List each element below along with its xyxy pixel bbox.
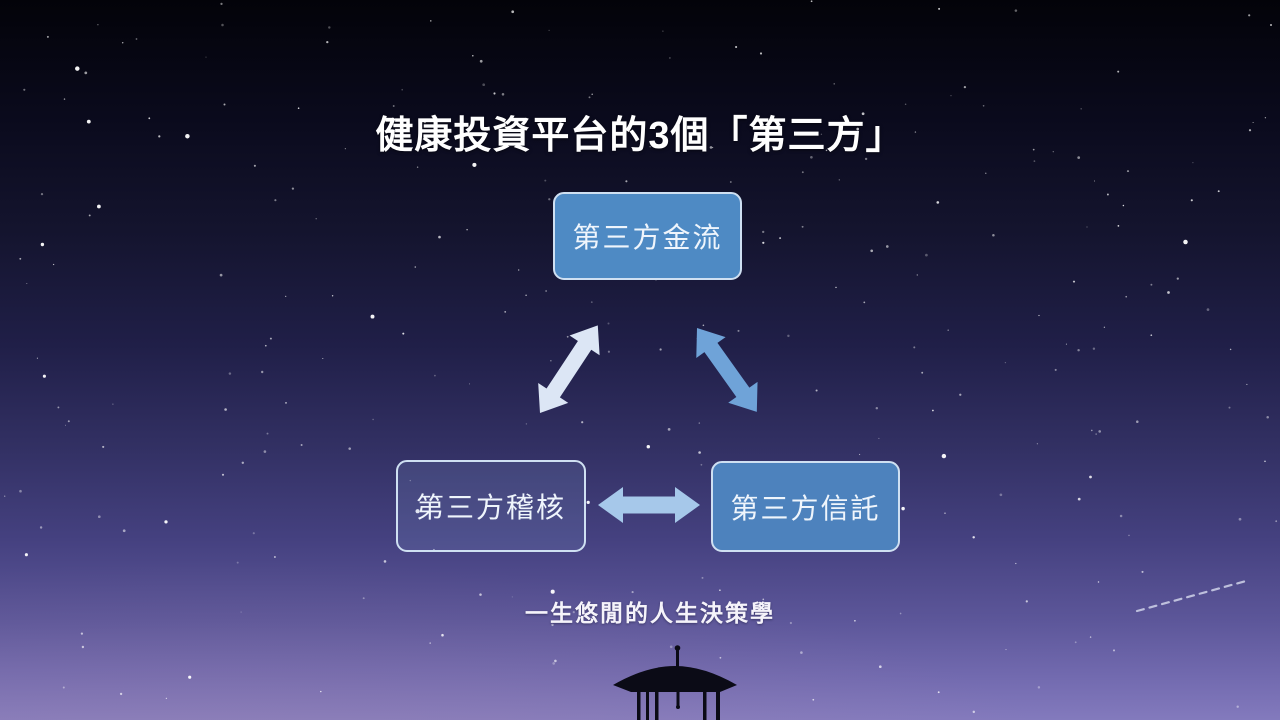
streak-line xyxy=(1135,579,1248,613)
pavilion-leg xyxy=(655,691,659,720)
slide-title: 健康投資平台的3個「第三方」 xyxy=(375,115,905,157)
arrow-top-right xyxy=(696,328,758,412)
node-third-party-cashflow[interactable]: 第三方金流 xyxy=(553,192,742,280)
arrow-bottom xyxy=(598,487,700,523)
pavilion-leg xyxy=(637,691,641,720)
node-label: 第三方金流 xyxy=(572,222,723,253)
pavilion-hanging-knob xyxy=(676,705,680,709)
watermark-text: 一生悠閒的人生決策學 xyxy=(525,600,775,626)
pavilion-roof xyxy=(613,666,737,692)
node-third-party-audit[interactable]: 第三方稽核 xyxy=(396,460,586,552)
node-label: 第三方稽核 xyxy=(415,492,566,523)
pavilion-leg xyxy=(716,691,720,720)
pavilion-finial-pole xyxy=(676,649,679,669)
pavilion-silhouette xyxy=(613,645,737,720)
arrow-top-left xyxy=(538,325,600,413)
pavilion-leg xyxy=(703,691,707,720)
pavilion-leg xyxy=(646,691,649,720)
node-label: 第三方信託 xyxy=(730,492,881,524)
node-third-party-trust[interactable]: 第三方信託 xyxy=(711,461,900,552)
pavilion-hanging-pole xyxy=(676,691,680,706)
